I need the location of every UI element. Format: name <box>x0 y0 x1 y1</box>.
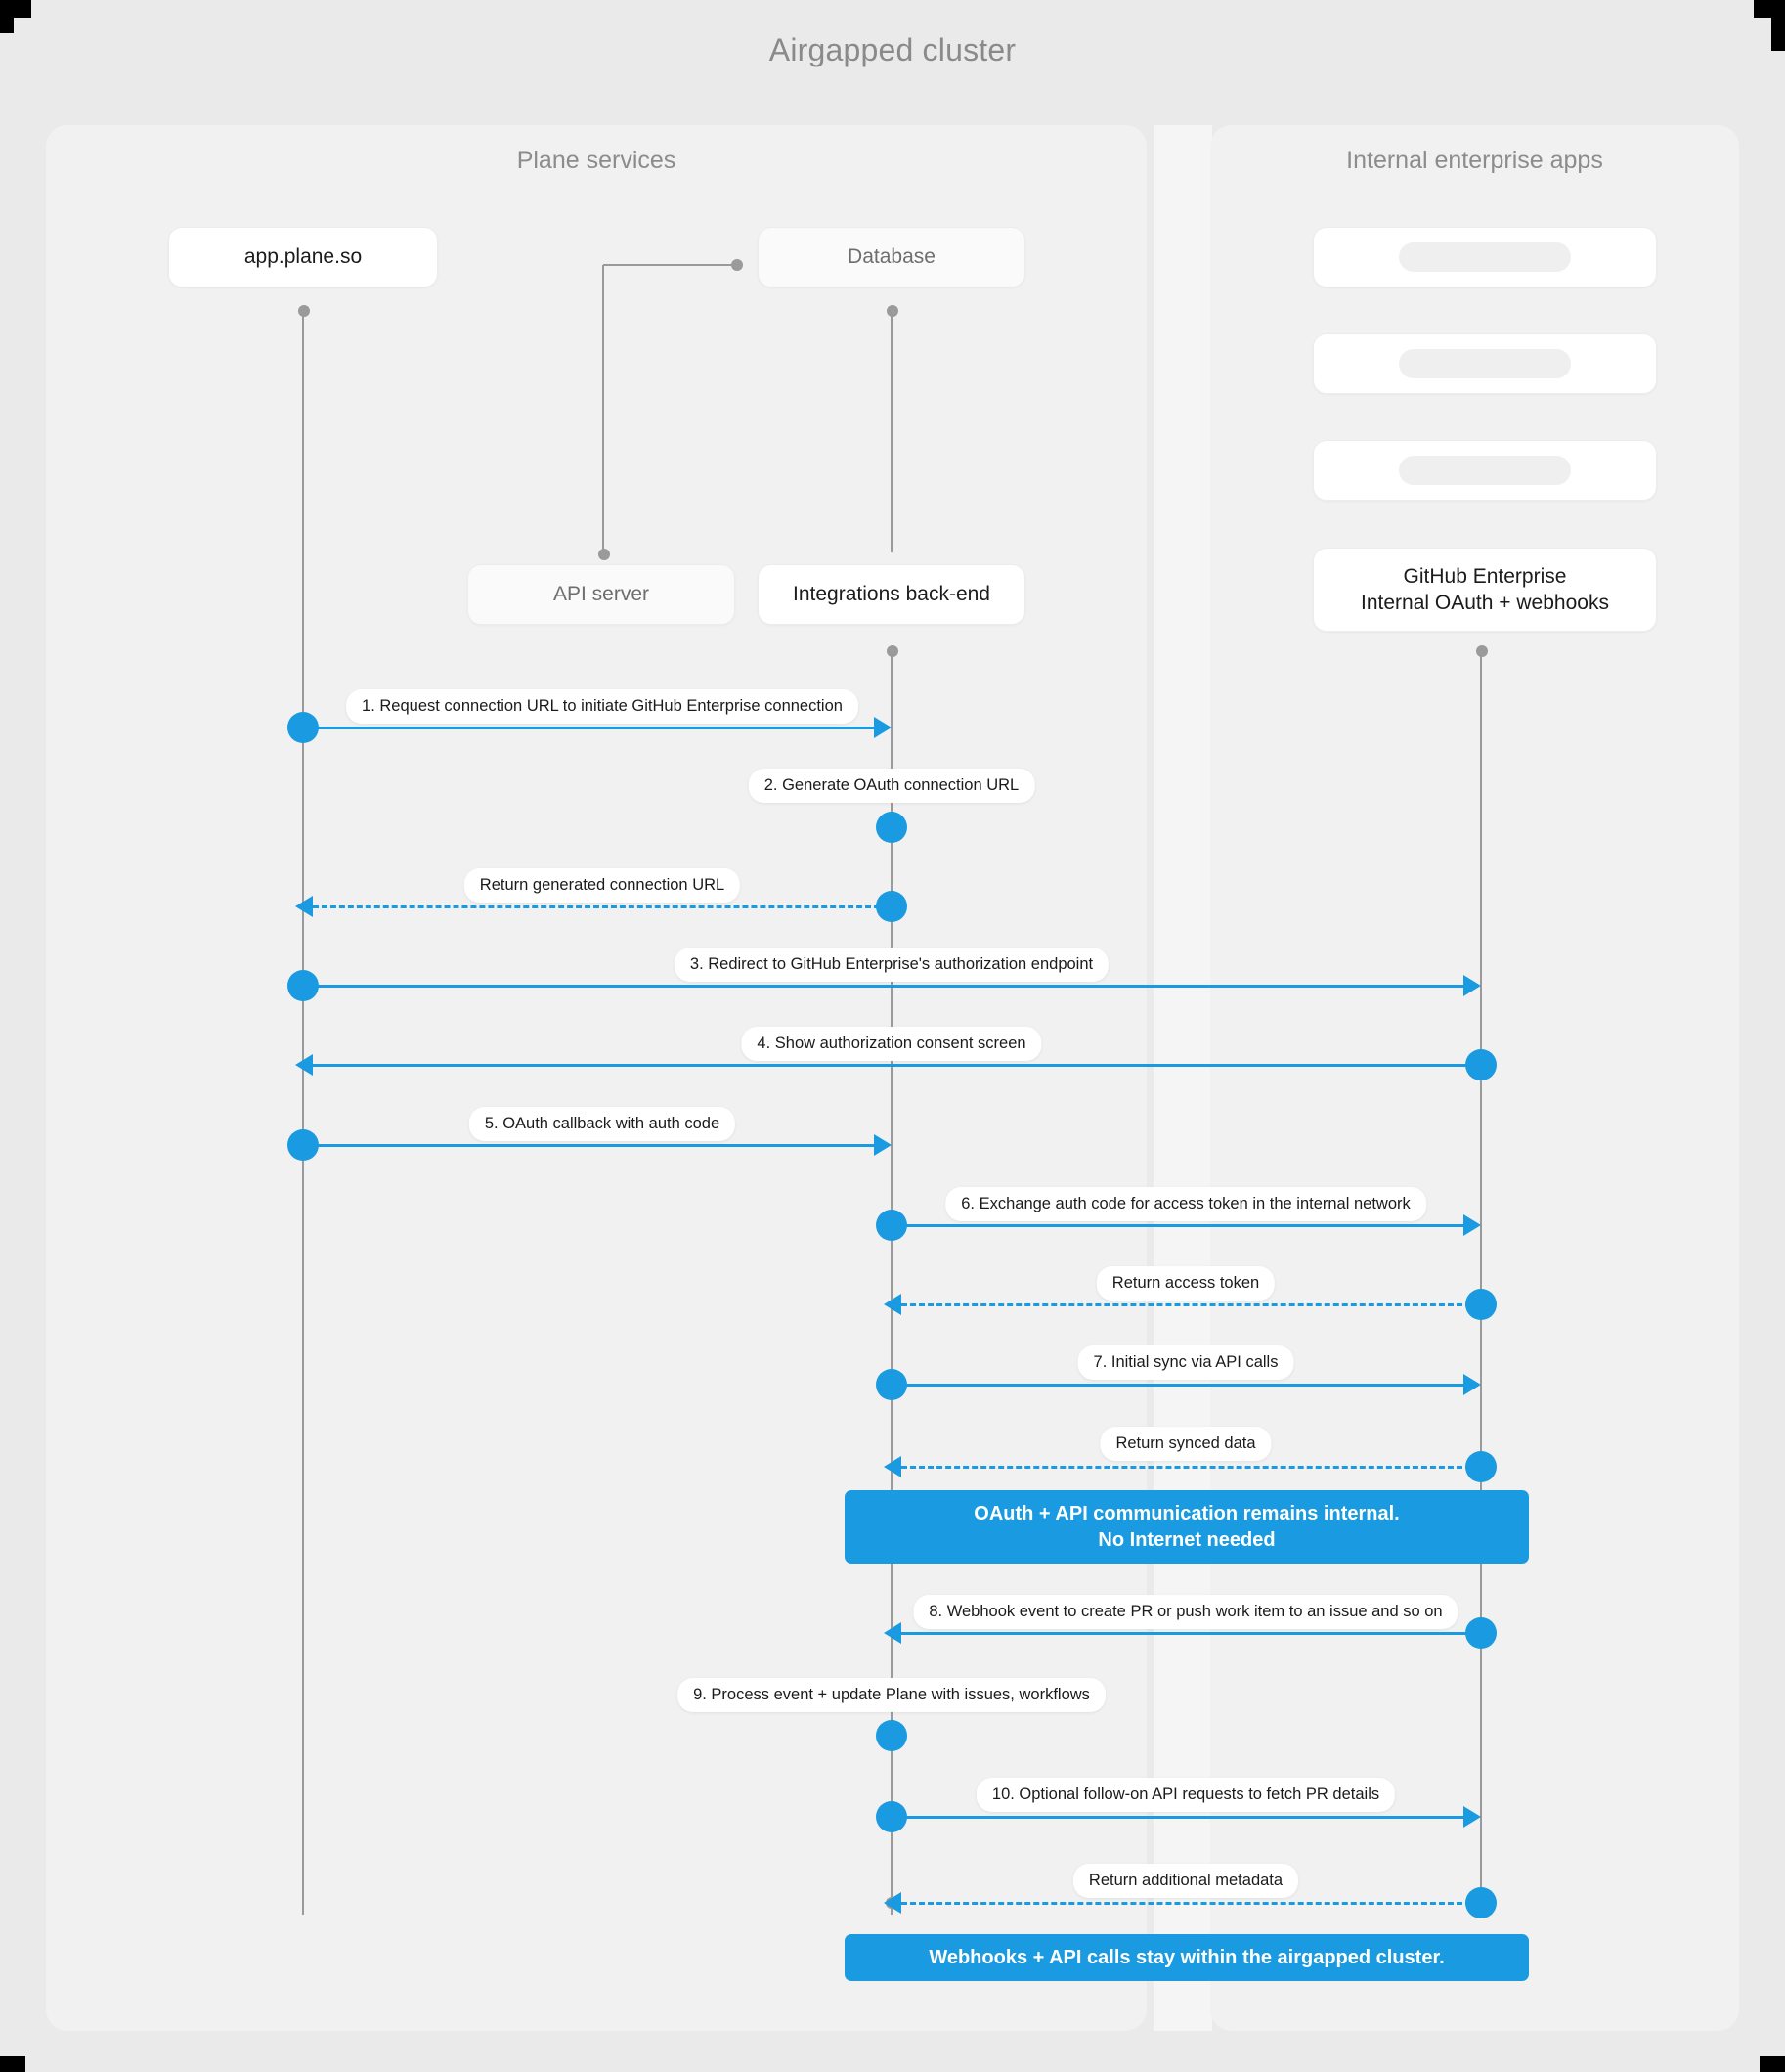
message-label-5: 4. Show authorization consent screen <box>741 1027 1042 1061</box>
message-arrow-1 <box>874 717 892 738</box>
lifeline-dot-database <box>887 305 898 317</box>
node-api-server[interactable]: API server <box>467 564 735 625</box>
connector-api-to-database-horizontal <box>603 264 736 266</box>
message-arrow-14 <box>884 1892 901 1914</box>
node-database[interactable]: Database <box>758 227 1025 287</box>
crop-mark-top-left-vertical <box>0 0 14 33</box>
connector-dot-api-server-end <box>598 549 610 560</box>
lifeline-app-plane-so <box>302 311 304 1915</box>
message-line-9 <box>892 1384 1471 1387</box>
message-label-10: Return synced data <box>1100 1427 1272 1461</box>
note-oauth-internal-line2: No Internet needed <box>1098 1528 1276 1551</box>
node-app-plane-so-label: app.plane.so <box>243 245 363 269</box>
lifeline-dot-app <box>298 305 310 317</box>
message-arrow-3 <box>295 896 313 917</box>
placeholder-bar-3 <box>1398 456 1572 485</box>
note-airgapped-cluster: Webhooks + API calls stay within the air… <box>845 1934 1529 1981</box>
panel-plane-services-title: Plane services <box>516 147 676 174</box>
node-app-plane-so[interactable]: app.plane.so <box>168 227 438 287</box>
lifeline-github-enterprise <box>1480 651 1482 1915</box>
message-line-7 <box>892 1224 1471 1227</box>
message-line-13 <box>892 1816 1471 1819</box>
message-label-9: 7. Initial sync via API calls <box>1077 1345 1294 1380</box>
lifeline-integrations-backend <box>891 651 892 1915</box>
message-label-4: 3. Redirect to GitHub Enterprise's autho… <box>674 948 1110 982</box>
message-arrow-8 <box>884 1294 901 1315</box>
placeholder-bar-1 <box>1398 242 1572 272</box>
note-oauth-internal-line1: OAuth + API communication remains intern… <box>974 1502 1400 1524</box>
lifeline-database <box>891 311 892 552</box>
node-placeholder-1[interactable] <box>1313 227 1657 287</box>
connector-dot-database-end <box>731 259 743 271</box>
node-github-enterprise-label: GitHub Enterprise Internal OAuth + webho… <box>1361 564 1609 614</box>
message-line-4 <box>303 985 1471 988</box>
message-label-14: Return additional metadata <box>1072 1864 1299 1898</box>
node-github-enterprise[interactable]: GitHub Enterprise Internal OAuth + webho… <box>1313 548 1657 632</box>
message-arrow-6 <box>874 1134 892 1156</box>
crop-mark-bottom-right <box>1760 2056 1785 2072</box>
node-integrations-backend[interactable]: Integrations back-end <box>758 564 1025 625</box>
message-arrow-9 <box>1463 1374 1481 1395</box>
node-integrations-backend-label: Integrations back-end <box>793 583 990 606</box>
message-arrow-11 <box>884 1622 901 1644</box>
message-label-7: 6. Exchange auth code for access token i… <box>945 1187 1426 1221</box>
node-api-server-label: API server <box>552 583 650 606</box>
placeholder-bar-2 <box>1398 349 1572 378</box>
lifeline-dot-integrations <box>887 645 898 657</box>
column-gap-band <box>1154 125 1212 2031</box>
panel-plane-services: Plane services <box>46 125 1147 2031</box>
node-database-label: Database <box>848 245 936 269</box>
lifeline-dot-github <box>1476 645 1488 657</box>
message-line-3 <box>313 905 880 908</box>
message-line-10 <box>901 1466 1471 1469</box>
crop-mark-top-right-vertical <box>1771 0 1785 51</box>
message-label-1: 1. Request connection URL to initiate Gi… <box>346 689 858 724</box>
message-label-13: 10. Optional follow-on API requests to f… <box>976 1778 1396 1812</box>
message-arrow-10 <box>884 1456 901 1477</box>
node-placeholder-3[interactable] <box>1313 440 1657 501</box>
message-line-11 <box>901 1632 1471 1635</box>
panel-internal-enterprise-apps-title: Internal enterprise apps <box>1346 147 1603 174</box>
message-line-8 <box>901 1303 1471 1306</box>
message-label-12: 9. Process event + update Plane with iss… <box>677 1678 1106 1712</box>
message-line-1 <box>303 727 882 729</box>
message-line-6 <box>303 1144 882 1147</box>
message-origin-3 <box>876 891 907 922</box>
message-label-8: Return access token <box>1096 1266 1276 1301</box>
message-label-3: Return generated connection URL <box>463 868 741 903</box>
message-arrow-7 <box>1463 1214 1481 1236</box>
page-title: Airgapped cluster <box>768 32 1017 67</box>
message-label-2: 2. Generate OAuth connection URL <box>748 769 1035 803</box>
crop-mark-bottom-left <box>0 2056 25 2072</box>
message-arrow-4 <box>1463 975 1481 996</box>
note-airgapped-cluster-line1: Webhooks + API calls stay within the air… <box>929 1946 1445 1968</box>
message-label-6: 5. OAuth callback with auth code <box>468 1107 736 1141</box>
message-label-11: 8. Webhook event to create PR or push wo… <box>913 1595 1458 1629</box>
node-placeholder-2[interactable] <box>1313 333 1657 394</box>
message-origin-2 <box>876 812 907 843</box>
message-arrow-13 <box>1463 1806 1481 1828</box>
message-line-5 <box>313 1064 1471 1067</box>
message-origin-12 <box>876 1720 907 1751</box>
message-arrow-5 <box>295 1054 313 1076</box>
note-oauth-internal: OAuth + API communication remains intern… <box>845 1490 1529 1564</box>
connector-api-to-database-vertical <box>602 265 604 554</box>
message-line-14 <box>901 1902 1471 1905</box>
